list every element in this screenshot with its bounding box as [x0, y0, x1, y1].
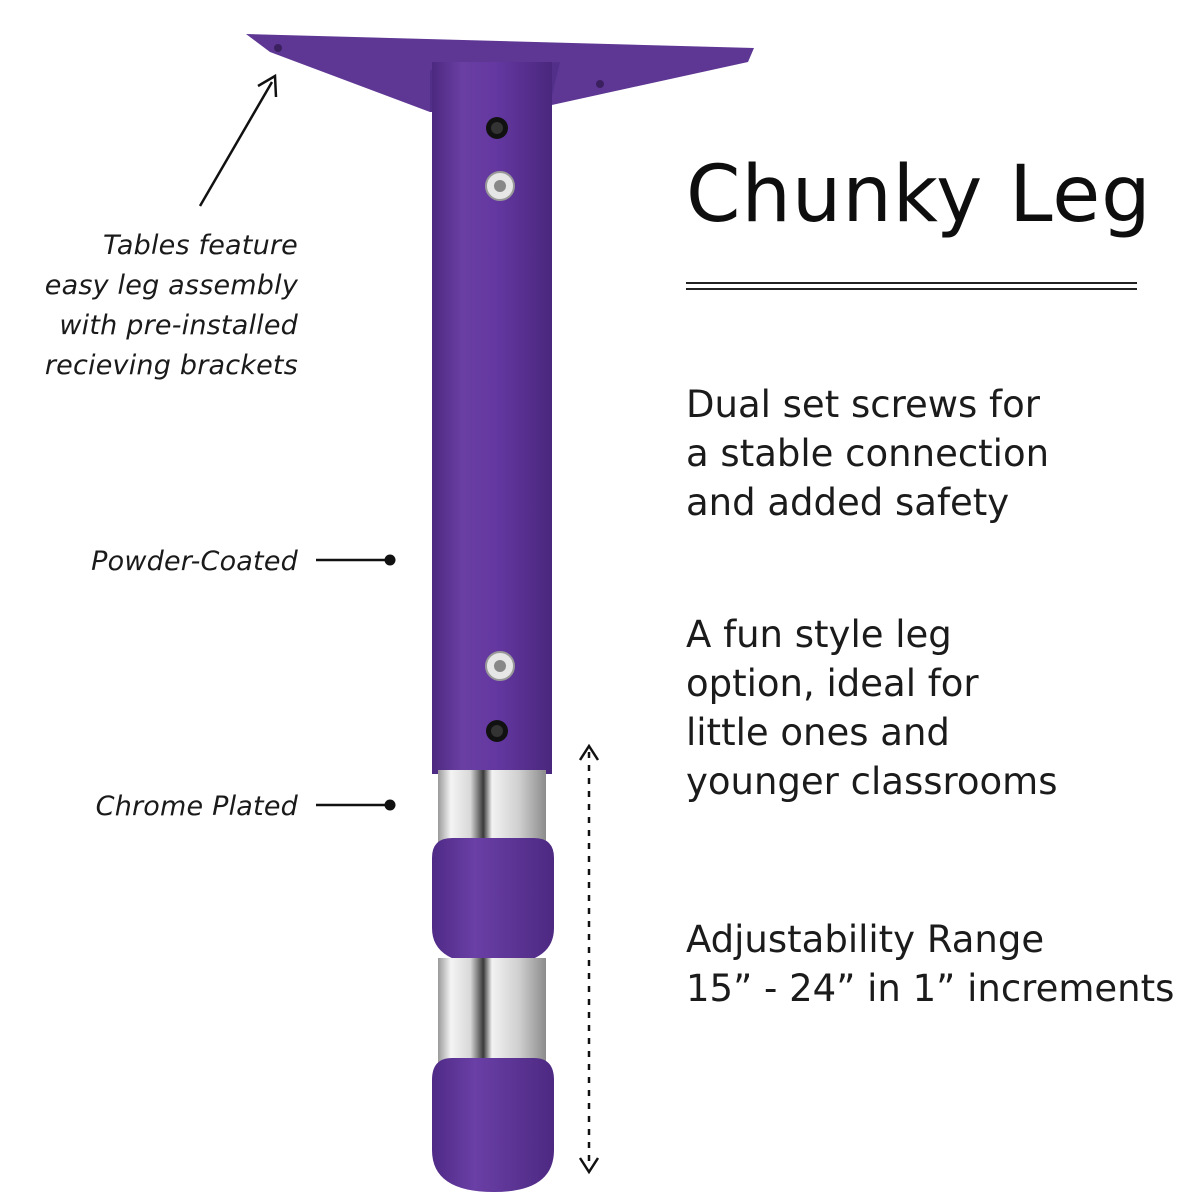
- powder-coated-label: Powder-Coated: [91, 546, 298, 577]
- title-divider: [686, 282, 1137, 284]
- glide-cap-upper: [432, 838, 554, 965]
- feature-line: younger classrooms: [686, 760, 1058, 803]
- feature-line: 15” - 24” in 1” increments: [686, 967, 1175, 1010]
- feature-line: A fun style leg: [686, 613, 952, 656]
- chrome-tube-upper: [438, 770, 546, 850]
- arrow-up-right-icon: [198, 73, 278, 207]
- page-title: Chunky Leg: [686, 150, 1152, 240]
- callout-line: with pre-installed: [59, 310, 298, 341]
- title-divider: [686, 288, 1137, 290]
- callout-line: easy leg assembly: [44, 270, 298, 301]
- pointer-dot-icon: [316, 554, 396, 566]
- powder-coated-tube: [432, 62, 552, 774]
- feature-line: Dual set screws for: [686, 383, 1040, 426]
- feature-line: little ones and: [686, 711, 950, 754]
- feature-fun-style: A fun style leg option, ideal for little…: [686, 610, 1058, 806]
- feature-set-screws: Dual set screws for a stable connection …: [686, 380, 1049, 527]
- feature-line: a stable connection: [686, 432, 1050, 475]
- glide-cap-foot: [432, 1058, 554, 1192]
- chrome-plated-label: Chrome Plated: [95, 791, 298, 822]
- pointer-dot-icon: [316, 799, 396, 811]
- feature-adjustability: Adjustability Range 15” - 24” in 1” incr…: [686, 915, 1174, 1013]
- callout-line: recieving brackets: [44, 350, 298, 381]
- feature-line: and added safety: [686, 481, 1010, 524]
- feature-line: option, ideal for: [686, 662, 979, 705]
- double-arrow-vertical-icon: [578, 743, 600, 1175]
- assembly-callout: Tables feature easy leg assembly with pr…: [8, 226, 298, 386]
- feature-line: Adjustability Range: [686, 918, 1045, 961]
- chrome-tube-lower: [438, 958, 546, 1068]
- callout-line: Tables feature: [103, 230, 298, 261]
